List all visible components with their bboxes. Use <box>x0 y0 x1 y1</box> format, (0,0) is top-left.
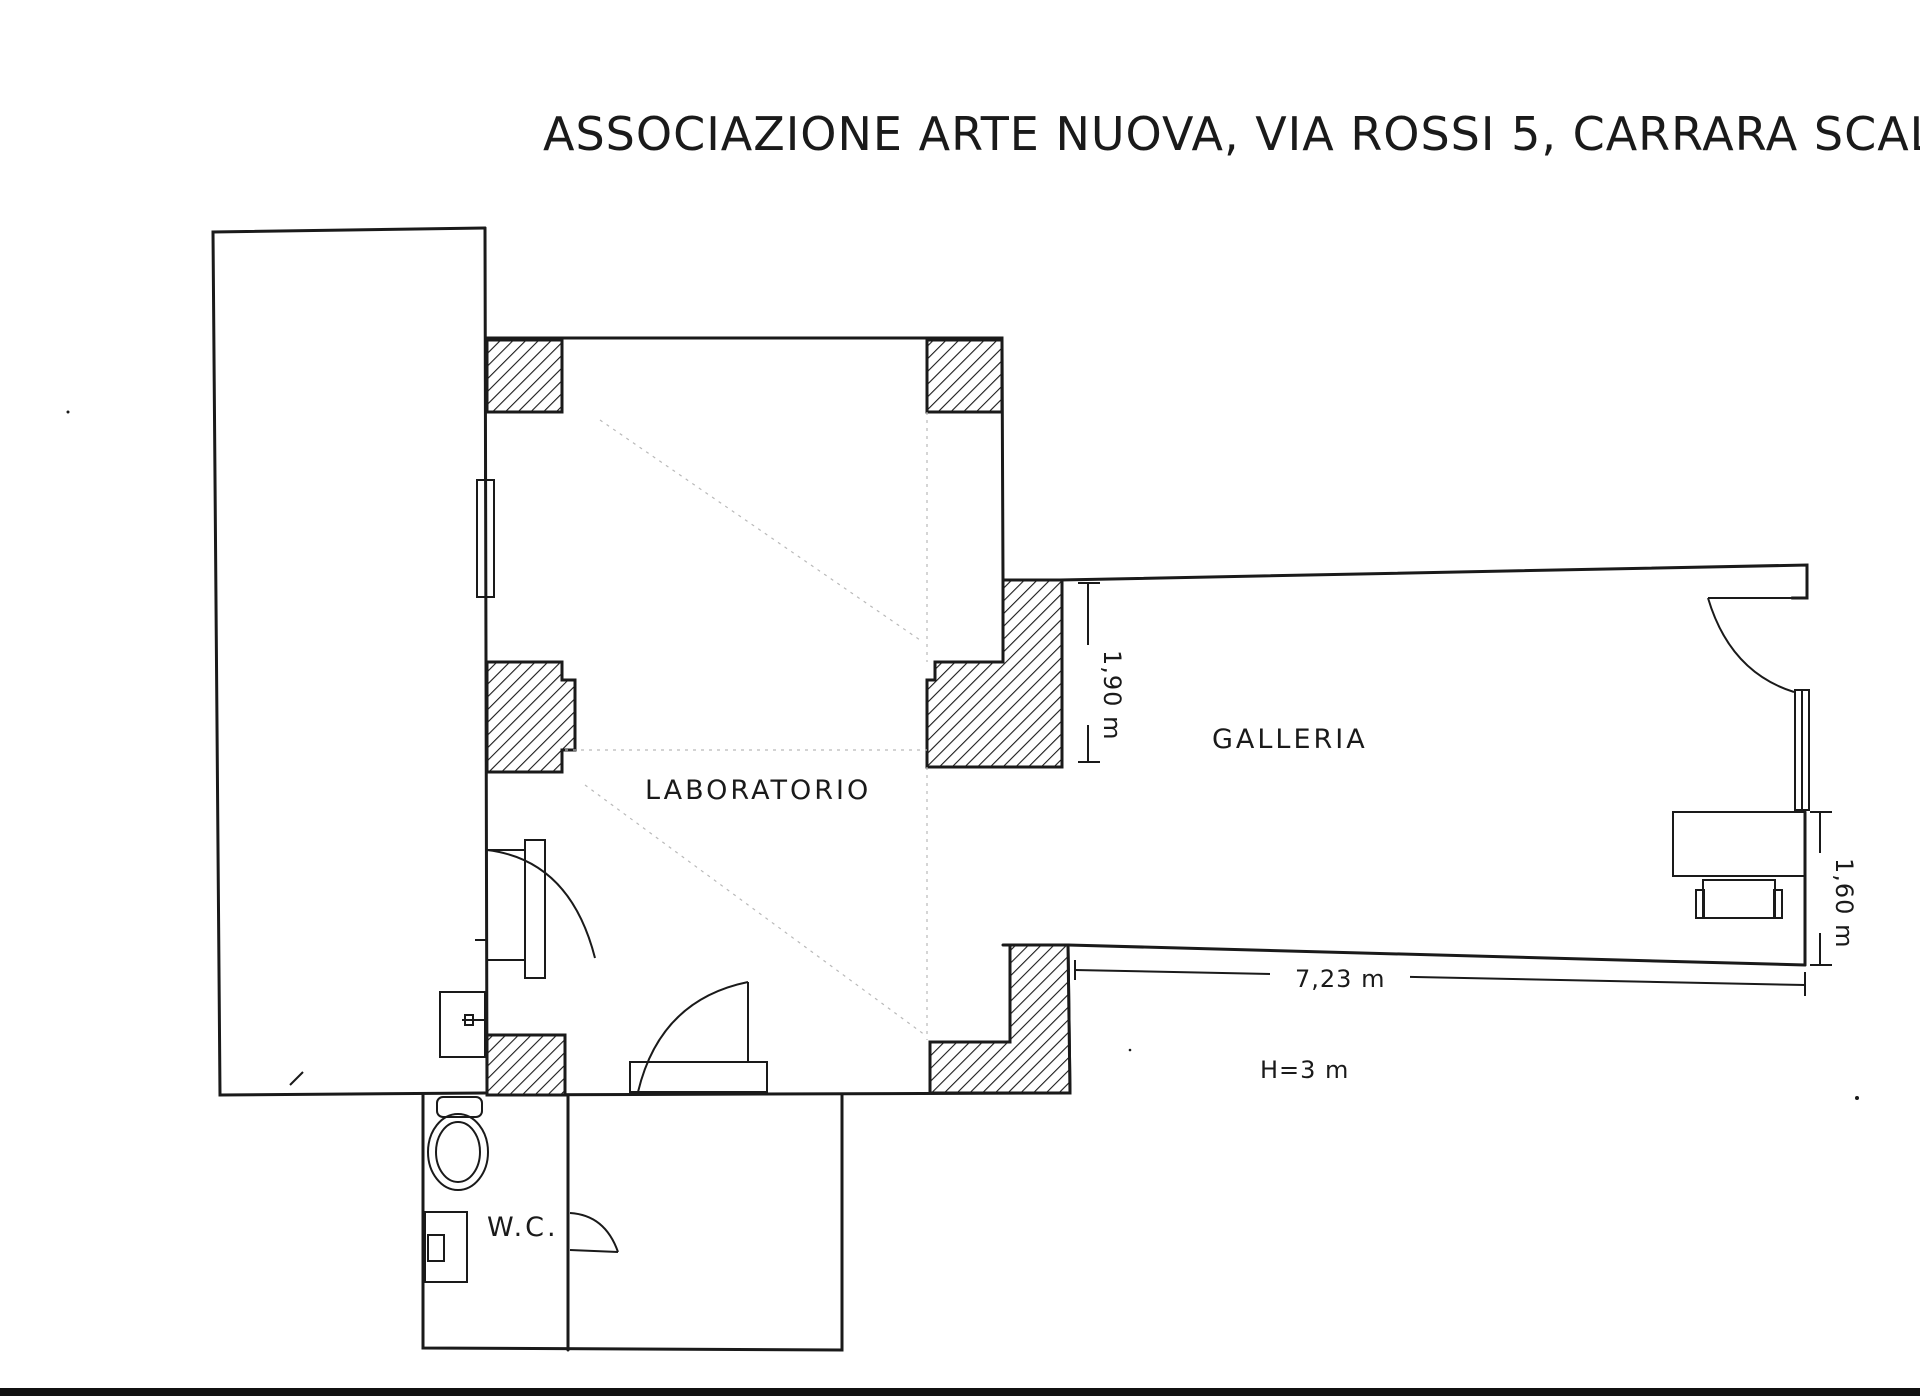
dimension-723: 7,23 m <box>1074 960 1806 996</box>
window-west <box>476 470 495 598</box>
guide-lines <box>565 412 928 1040</box>
scan-bottom-edge <box>0 1388 1920 1396</box>
desk <box>1672 811 1806 877</box>
door-wc <box>569 1212 619 1253</box>
dimension-190: 1,90 m <box>1078 582 1126 763</box>
pillar-nw <box>485 338 564 414</box>
pillar-w-mid <box>485 660 577 774</box>
wc-annex <box>421 1093 844 1352</box>
pillar-e-mid <box>925 578 1064 769</box>
west-room <box>211 226 489 1097</box>
ceiling-height-note: H=3 m <box>1260 1056 1349 1084</box>
window-east <box>1794 689 1810 811</box>
door-west-inner <box>475 839 596 979</box>
sink-cabinet <box>439 991 486 1058</box>
pillar-sw <box>485 1033 567 1097</box>
door-south <box>629 981 768 1093</box>
room-label-laboratorio: LABORATORIO <box>645 775 871 806</box>
dimension-160: 1,60 m <box>1810 811 1858 966</box>
chair <box>1695 879 1783 919</box>
galleria-walls <box>1058 563 1809 967</box>
plan-title: ASSOCIAZIONE ARTE NUOVA, VIA ROSSI 5, CA… <box>543 107 1920 161</box>
dimension-label-723: 7,23 m <box>1295 965 1385 993</box>
dimension-label-190: 1,90 m <box>1098 650 1126 740</box>
stray-marks <box>66 410 1859 1100</box>
pillars <box>485 338 1072 1097</box>
wc-sink <box>424 1211 468 1283</box>
room-label-wc: W.C. <box>487 1212 559 1243</box>
room-label-galleria: GALLERIA <box>1212 724 1368 755</box>
pillar-se <box>928 943 1072 1095</box>
toilet <box>427 1096 489 1191</box>
pillar-ne <box>925 338 1004 414</box>
dimension-label-160: 1,60 m <box>1830 858 1858 948</box>
door-galleria-entry <box>1707 597 1795 693</box>
